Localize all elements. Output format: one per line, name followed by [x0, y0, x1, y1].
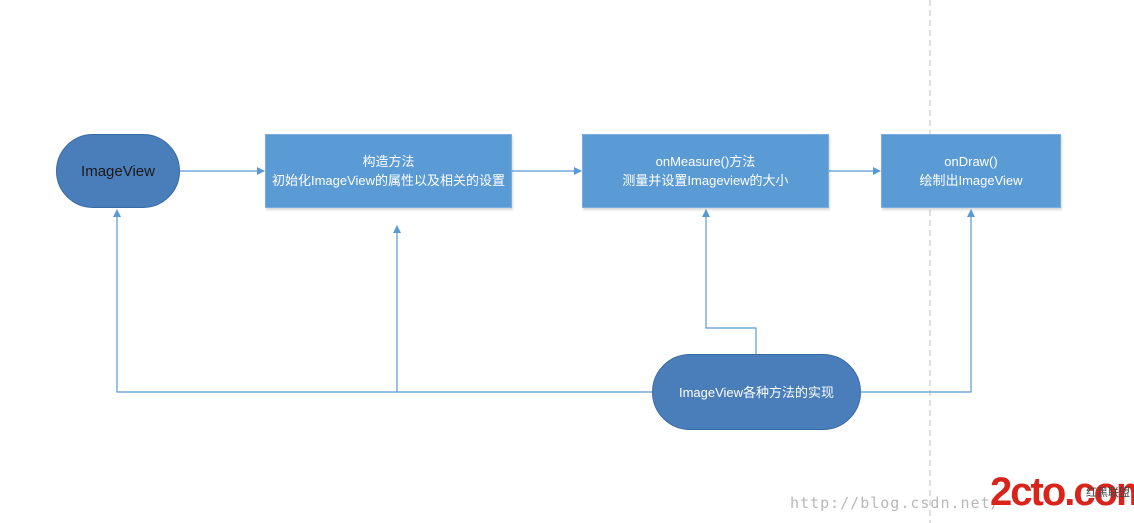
connector-methods-to-ondraw: [860, 209, 975, 393]
imageview-node-label: ImageView: [81, 162, 155, 180]
connector-methods-to-onmeasure: [702, 209, 757, 354]
constructor-node-title: 构造方法: [362, 154, 415, 169]
ondraw-node-title: onDraw(): [944, 154, 998, 169]
watermark-logo: 2cto.com 红黑联盟: [990, 470, 1134, 518]
onmeasure-node-description: 测量并设置Imageview的大小: [622, 173, 789, 188]
watermark-logo-sub: 红黑联盟: [1086, 487, 1130, 499]
constructor-node: 构造方法 初始化ImageView的属性以及相关的设置: [265, 134, 512, 208]
watermark-logo-text: 2cto.com: [990, 470, 1134, 514]
methods-node-label: ImageView各种方法的实现: [678, 384, 835, 400]
onmeasure-node: onMeasure()方法 测量并设置Imageview的大小: [582, 134, 829, 208]
methods-node: ImageView各种方法的实现: [652, 354, 861, 430]
imageview-node: ImageView: [56, 134, 180, 208]
ondraw-node: onDraw() 绘制出ImageView: [881, 134, 1061, 208]
constructor-node-description: 初始化ImageView的属性以及相关的设置: [271, 173, 506, 188]
watermark-url: http://blog.csdn.net/: [790, 494, 1001, 512]
connector-methods-to-imageview: [113, 209, 653, 393]
onmeasure-node-title: onMeasure()方法: [655, 154, 756, 169]
ondraw-node-description: 绘制出ImageView: [919, 173, 1023, 188]
